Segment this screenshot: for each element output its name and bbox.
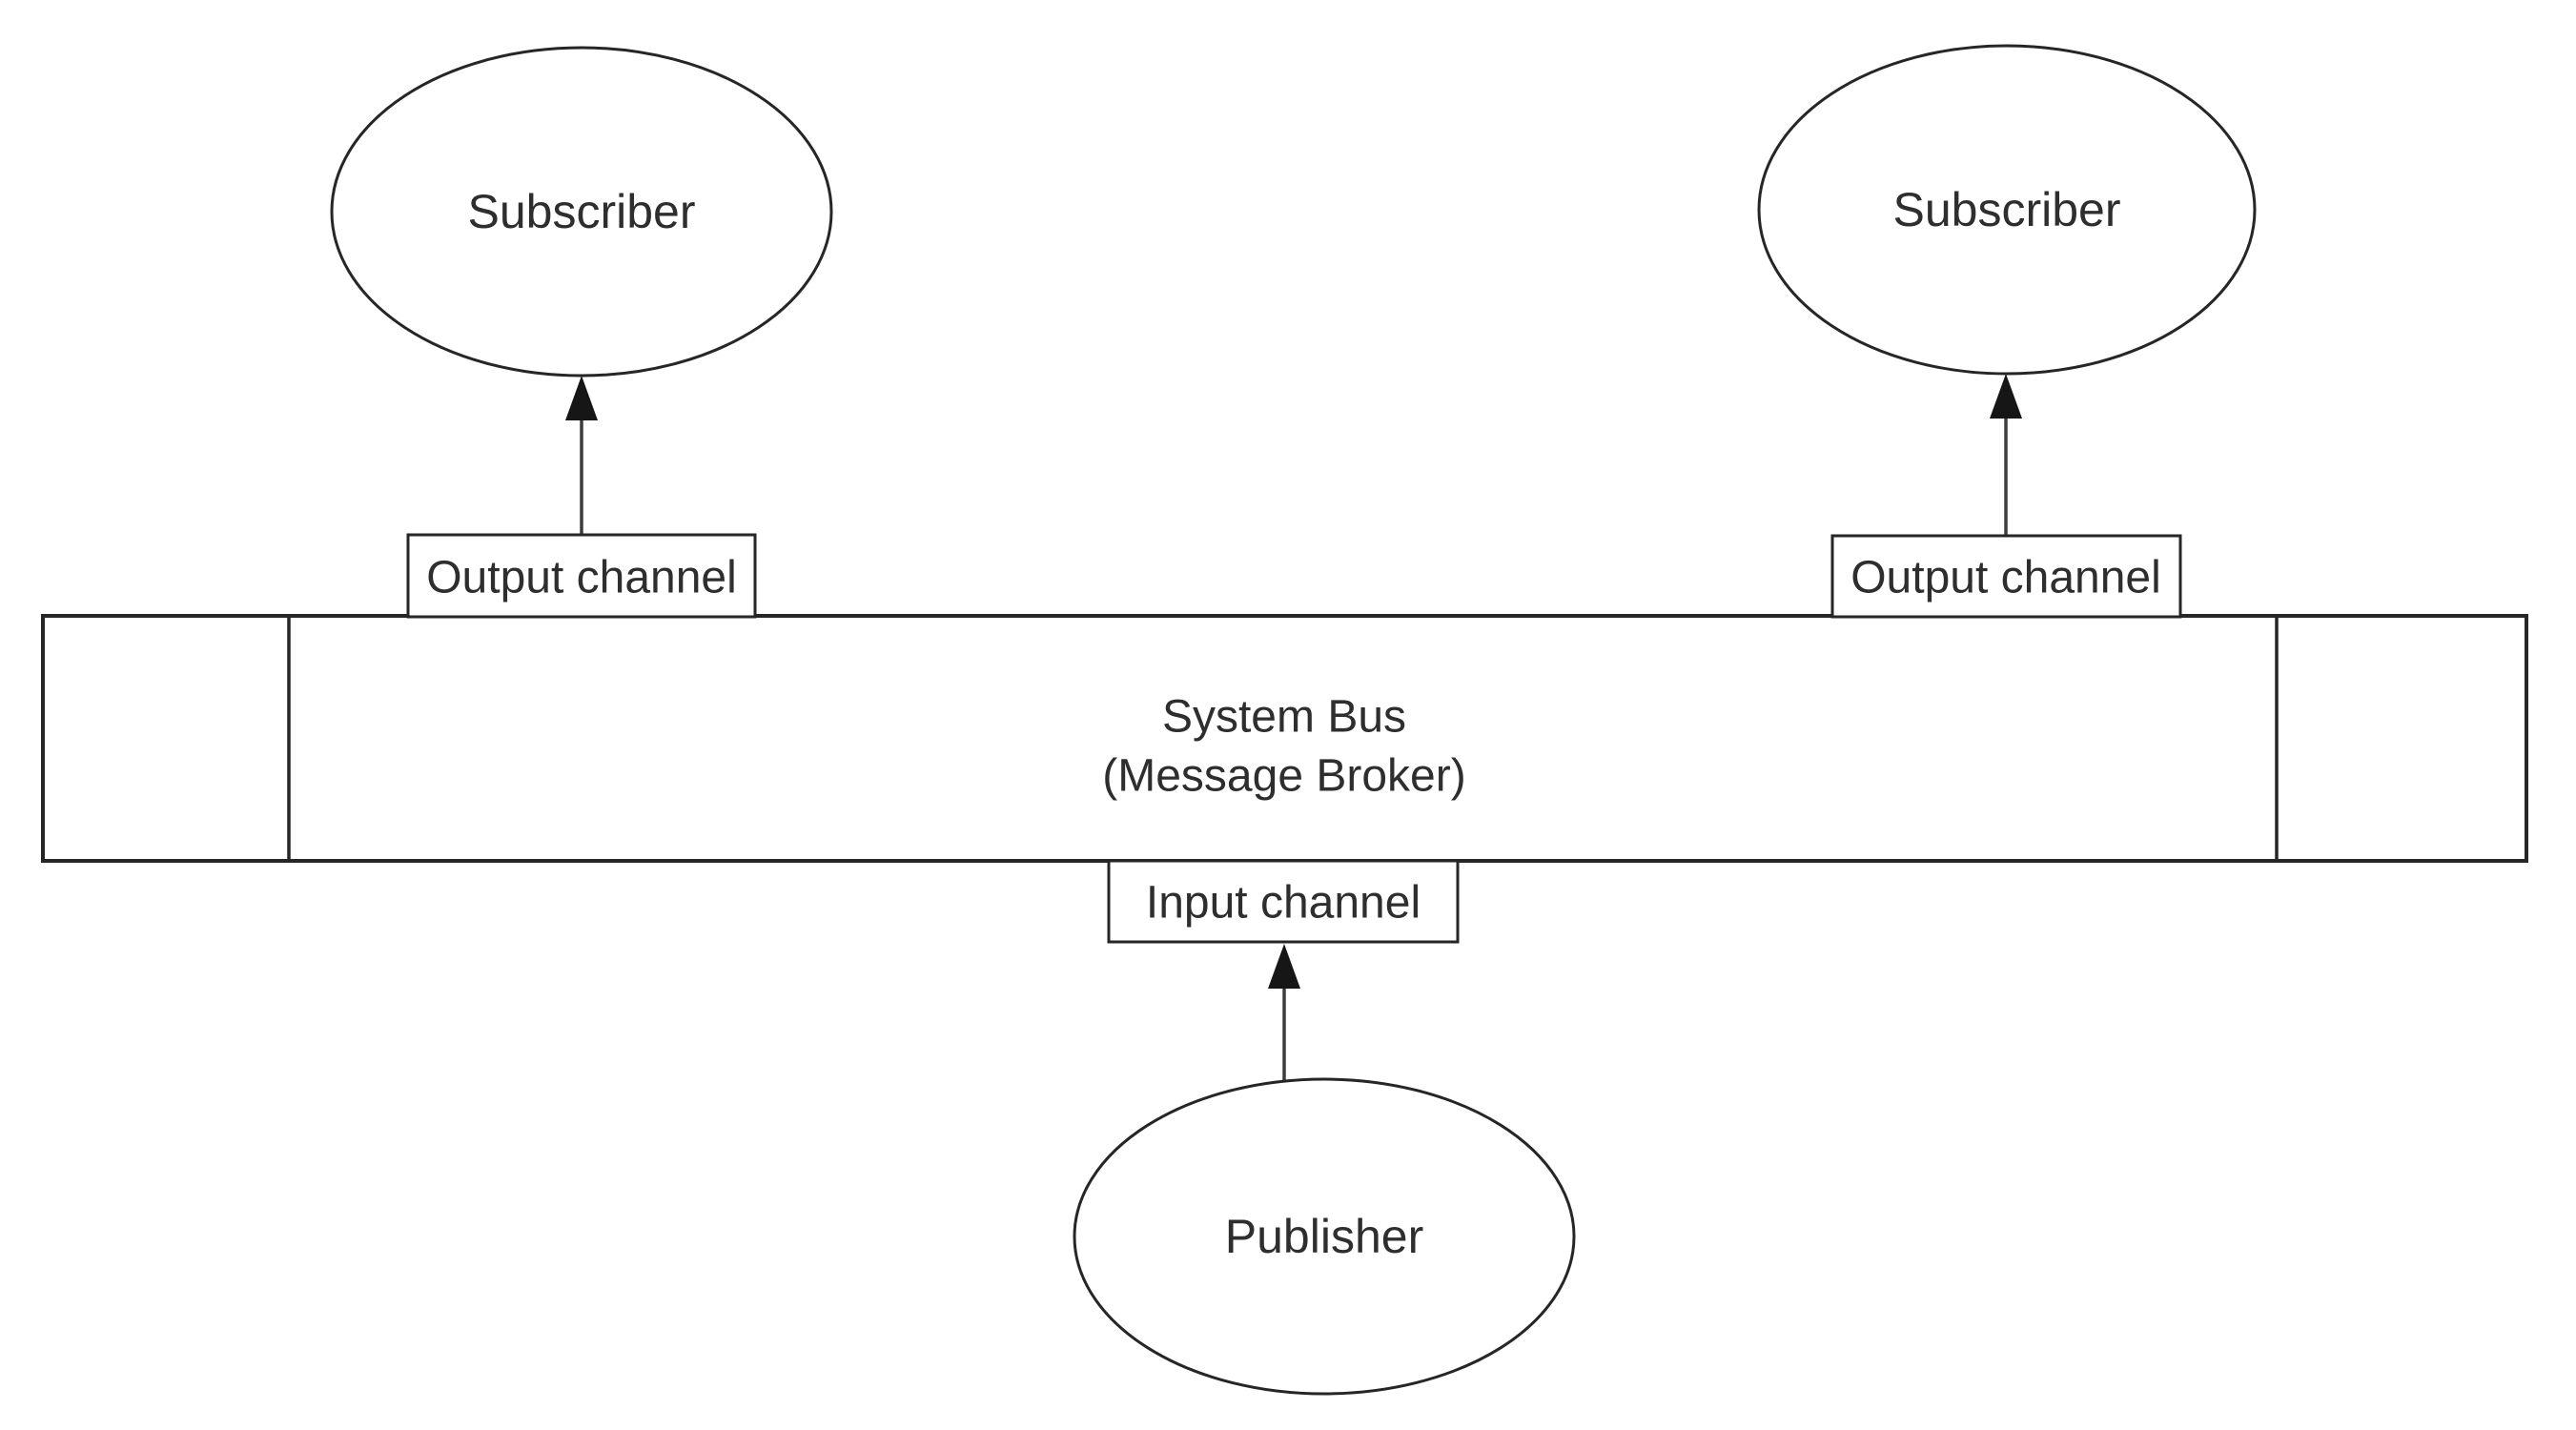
input-channel-node: Input channel (1107, 859, 1460, 944)
input-channel-rect (1107, 859, 1460, 944)
input-channel-label: Input channel (1146, 878, 1421, 929)
publisher-label: Publisher (1225, 1210, 1423, 1263)
edge-publisher-to-input-channel (1268, 944, 1300, 1082)
edge-output-right-to-subscriber-right (1990, 374, 2022, 536)
system-bus-label-line1: System Bus (1162, 692, 1406, 743)
arrowhead-up-icon (1990, 374, 2022, 419)
output-channel-right-rect (1830, 534, 2182, 619)
arrowhead-up-icon (565, 376, 598, 420)
system-bus-node: System Bus (Message Broker) (41, 614, 2528, 863)
subscriber-right-ellipse (1757, 44, 2257, 376)
subscriber-left-node: Subscriber (330, 46, 833, 378)
output-channel-left-rect (406, 533, 757, 619)
output-channel-right-node: Output channel (1830, 534, 2182, 619)
subscriber-right-label: Subscriber (1893, 183, 2121, 236)
system-bus-label-line2: (Message Broker) (1102, 751, 1465, 802)
output-channel-left-label: Output channel (426, 553, 737, 603)
output-channel-right-label: Output channel (1850, 553, 2161, 603)
publisher-ellipse (1073, 1077, 1576, 1396)
subscriber-right-node: Subscriber (1757, 44, 2257, 376)
system-bus-rect (41, 614, 2528, 863)
output-channel-left-node: Output channel (406, 533, 757, 619)
edge-output-left-to-subscriber-left (565, 376, 598, 535)
subscriber-left-label: Subscriber (468, 185, 696, 238)
publisher-node: Publisher (1073, 1077, 1576, 1396)
arrowhead-up-icon (1268, 944, 1300, 989)
subscriber-left-ellipse (330, 46, 833, 378)
